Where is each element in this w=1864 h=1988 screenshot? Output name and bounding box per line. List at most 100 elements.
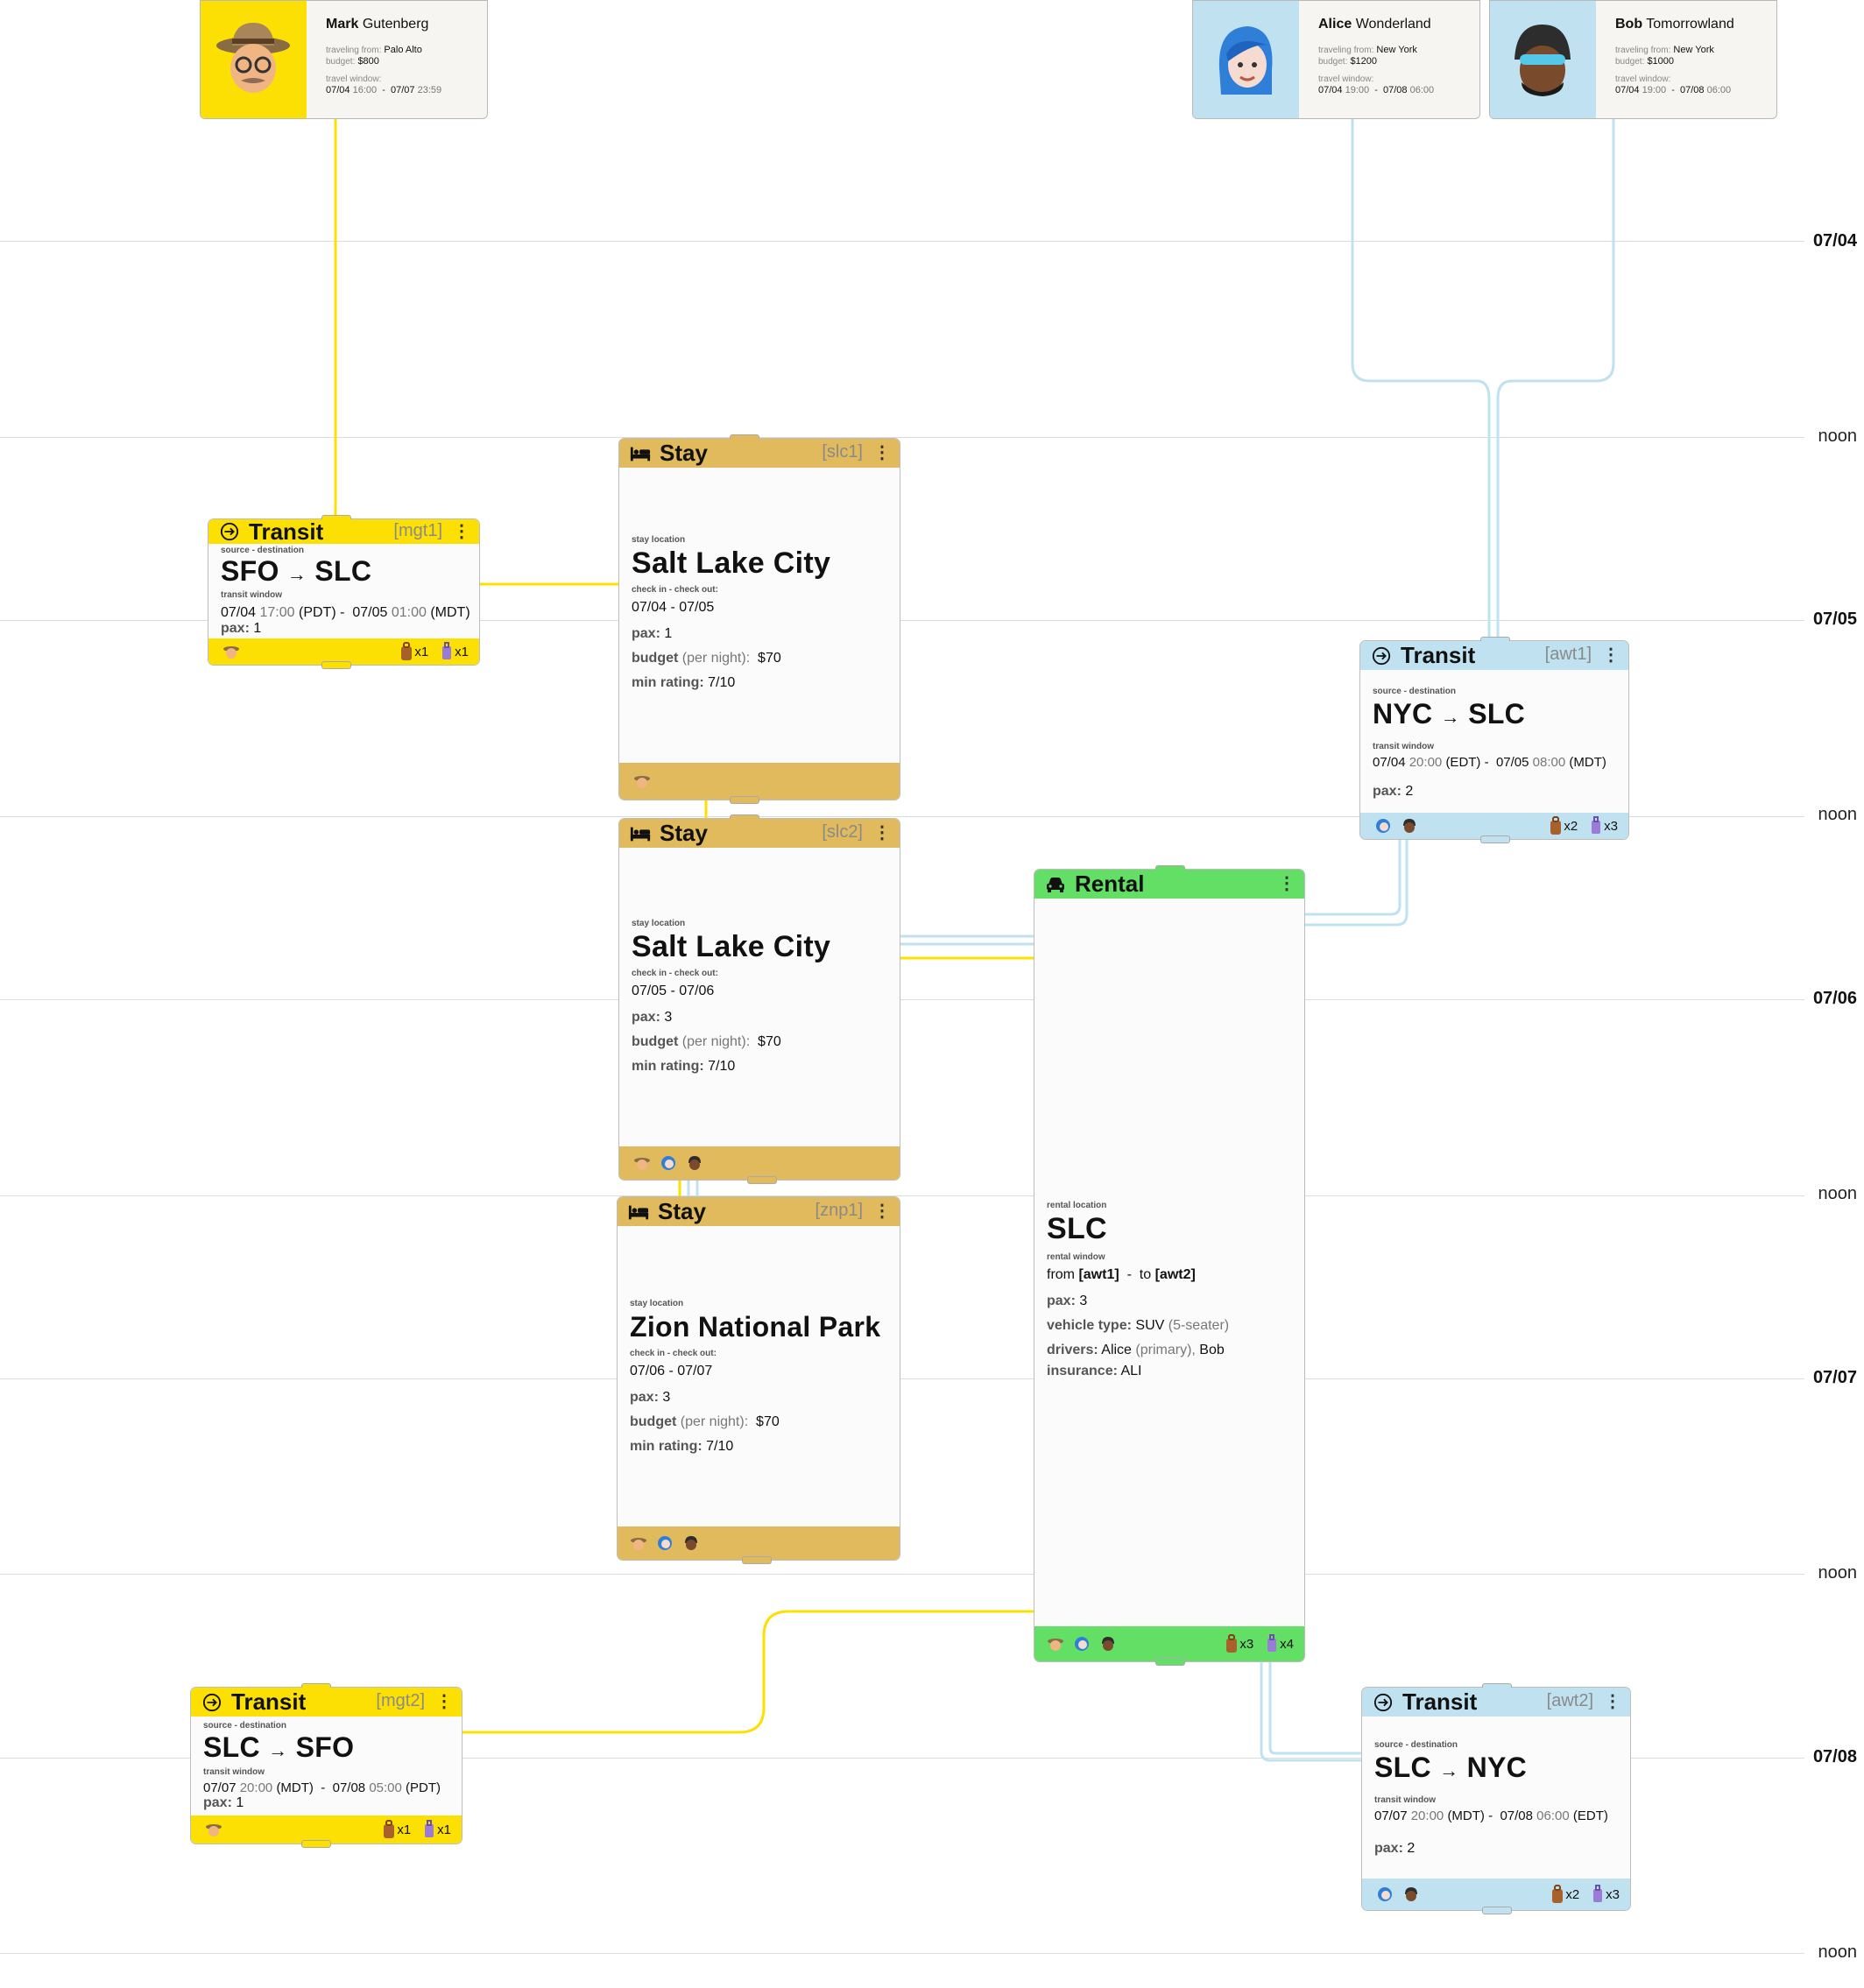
connector-handle[interactable] xyxy=(747,1176,777,1184)
route-destination: NYC xyxy=(1466,1752,1528,1783)
to-ref[interactable]: [awt2] xyxy=(1154,1267,1196,1282)
kebab-menu-icon[interactable]: ⋮ xyxy=(453,522,470,541)
from-label: traveling from: xyxy=(1615,46,1671,55)
card-footer xyxy=(618,1526,900,1560)
end-tz: (EDT) xyxy=(1572,1808,1608,1823)
avatar-mark xyxy=(633,1154,651,1172)
rating-value: 7/10 xyxy=(708,675,736,690)
timeline-label: noon xyxy=(1818,805,1858,824)
insurance-label: insurance: xyxy=(1047,1364,1118,1378)
suitcase-icon xyxy=(442,642,452,659)
stay-card-znp1[interactable]: Stay [znp1] ⋮ stay location Zion Nationa… xyxy=(617,1196,900,1564)
kebab-menu-icon[interactable]: ⋮ xyxy=(435,1692,453,1711)
window-start-time: 19:00 xyxy=(1642,85,1667,95)
suitcase-icon xyxy=(1593,1885,1603,1902)
transit-window-label: transit window xyxy=(1373,742,1434,751)
end-time: 06:00 xyxy=(1536,1808,1570,1823)
kebab-menu-icon[interactable]: ⋮ xyxy=(873,443,891,462)
budget-note: (per night): xyxy=(681,651,751,666)
check-in-out-label: check in - check out: xyxy=(632,969,718,978)
backpack-qty: x2 xyxy=(1565,1886,1580,1902)
rating-value: 7/10 xyxy=(706,1439,734,1454)
stay-card-slc1[interactable]: Stay [slc1] ⋮ stay location Salt Lake Ci… xyxy=(618,434,900,804)
card-title: Transit xyxy=(1402,1688,1478,1715)
card-header: Stay [slc2] ⋮ xyxy=(619,819,900,848)
avatar-alice-icon xyxy=(1218,26,1273,95)
window-start-time: 16:00 xyxy=(352,85,378,95)
avatar-bob xyxy=(1099,1635,1117,1653)
connector-handle[interactable] xyxy=(1482,1907,1512,1914)
from-ref[interactable]: [awt1] xyxy=(1078,1267,1119,1282)
gridline xyxy=(0,1378,1804,1379)
backpack-icon xyxy=(1226,1634,1238,1653)
arrow-icon: → xyxy=(268,1739,288,1761)
timeline-label: noon xyxy=(1818,1942,1858,1962)
card-code: [znp1] xyxy=(815,1201,863,1220)
start-tz: (PDT) xyxy=(299,605,336,620)
card-header: Stay [znp1] ⋮ xyxy=(618,1197,900,1226)
backpack-qty: x1 xyxy=(397,1822,412,1837)
transit-card-mgt2[interactable]: Transit [mgt2] ⋮ source - destination SL… xyxy=(190,1683,462,1848)
vehicle-label: vehicle type: xyxy=(1047,1318,1132,1333)
timeline-label: 07/08 xyxy=(1812,1747,1857,1766)
window-label: travel window: xyxy=(1615,74,1671,84)
from-label: traveling from: xyxy=(326,46,382,55)
kebab-menu-icon[interactable]: ⋮ xyxy=(873,1202,891,1221)
transit-card-awt2[interactable]: Transit [awt2] ⋮ source - destination SL… xyxy=(1361,1683,1631,1914)
card-header: Transit [awt1] ⋮ xyxy=(1360,641,1628,670)
suitcase-qty: x3 xyxy=(1604,818,1618,834)
card-footer: x2 x3 xyxy=(1362,1879,1630,1910)
pax-value: 1 xyxy=(664,626,673,641)
avatar-mark xyxy=(1047,1635,1064,1653)
suitcase-count: x1 xyxy=(441,642,469,661)
connector-handle[interactable] xyxy=(1155,1658,1185,1666)
suitcase-qty: x1 xyxy=(455,644,469,659)
gridline xyxy=(0,620,1804,621)
connector-handle[interactable] xyxy=(742,1556,772,1564)
card-header: Stay [slc1] ⋮ xyxy=(619,439,900,468)
backpack-count: x1 xyxy=(400,642,428,661)
connector-handle[interactable] xyxy=(301,1840,331,1848)
stay-card-slc2[interactable]: Stay [slc2] ⋮ stay location Salt Lake Ci… xyxy=(618,814,900,1184)
traveler-card-bob[interactable]: Bob Tomorrowland traveling from: New Yor… xyxy=(1489,0,1777,119)
connector-handle[interactable] xyxy=(730,796,759,804)
transit-card-awt1[interactable]: Transit [awt1] ⋮ source - destination NY… xyxy=(1359,637,1629,843)
card-footer: x1 x1 xyxy=(191,1815,462,1843)
traveler-from: New York xyxy=(1673,45,1714,55)
avatar-alice xyxy=(1374,817,1392,835)
rental-card[interactable]: Rental ⋮ rental location SLC rental wind… xyxy=(1034,865,1305,1666)
window-end-date: 07/08 xyxy=(1383,85,1408,95)
driver-primary: Alice xyxy=(1101,1343,1132,1357)
transit-window-label: transit window xyxy=(203,1767,265,1777)
kebab-menu-icon[interactable]: ⋮ xyxy=(873,823,891,842)
transit-card-mgt1[interactable]: Transit [mgt1] ⋮ source - destination SF… xyxy=(208,515,480,669)
backpack-count: x2 xyxy=(1550,816,1578,835)
kebab-menu-icon[interactable]: ⋮ xyxy=(1278,874,1296,893)
avatar-mark xyxy=(630,1534,647,1552)
kebab-menu-icon[interactable]: ⋮ xyxy=(1604,1692,1621,1711)
kebab-menu-icon[interactable]: ⋮ xyxy=(1602,645,1620,665)
traveler-card-alice[interactable]: Alice Wonderland traveling from: New Yor… xyxy=(1192,0,1480,119)
source-destination-label: source - destination xyxy=(221,546,305,555)
pax-label: pax: xyxy=(203,1795,232,1810)
card-code: [slc2] xyxy=(822,822,863,842)
traveler-last-name: Tomorrowland xyxy=(1646,17,1734,32)
suitcase-count: x4 xyxy=(1266,1634,1294,1653)
connector-handle[interactable] xyxy=(1480,835,1510,843)
card-header: Transit [awt2] ⋮ xyxy=(1362,1688,1630,1717)
pax-value: 3 xyxy=(664,1010,673,1025)
rental-location: SLC xyxy=(1047,1212,1107,1245)
end-date: 07/05 xyxy=(352,605,388,620)
route-source: SFO xyxy=(221,555,279,587)
card-footer xyxy=(619,1146,900,1180)
budget-label: budget: xyxy=(326,57,356,67)
arrow-icon: → xyxy=(286,563,307,585)
suitcase-qty: x1 xyxy=(437,1822,451,1837)
suitcase-icon xyxy=(425,1820,434,1837)
connector-handle[interactable] xyxy=(321,661,351,669)
avatar-bob xyxy=(1401,817,1418,835)
avatar-mark xyxy=(205,1821,222,1838)
avatar-bob-icon xyxy=(1514,25,1571,96)
traveler-budget: $1000 xyxy=(1647,56,1675,67)
traveler-card-mark[interactable]: Mark Gutenberg traveling from: Palo Alto… xyxy=(200,0,488,119)
